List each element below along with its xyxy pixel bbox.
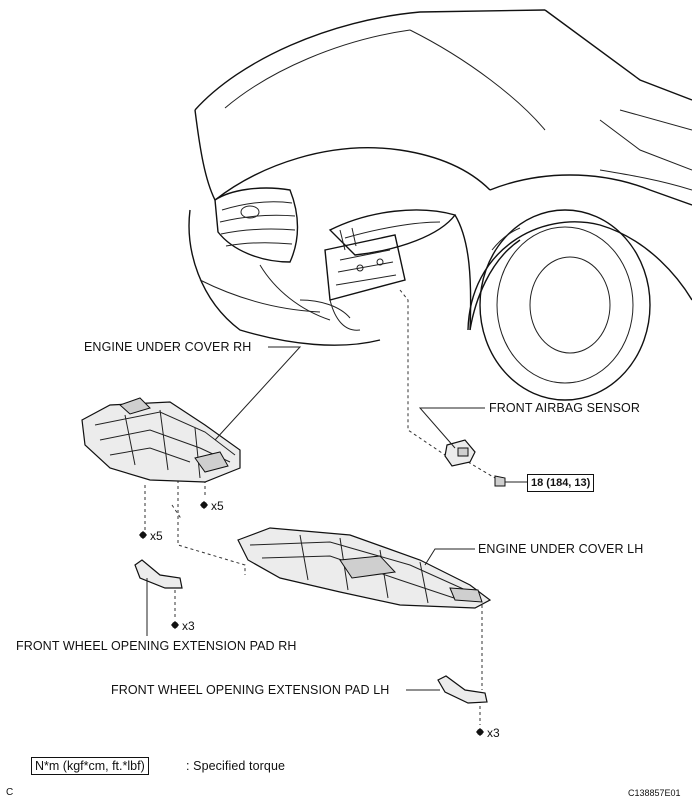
front-airbag-sensor (444, 439, 476, 467)
legend-description: : Specified torque (186, 759, 286, 773)
torque-spec-airbag-bolt: 18 (184, 13) (527, 474, 595, 492)
legend-unit-box: N*m (kgf*cm, ft.*lbf) (31, 757, 149, 775)
engine-under-cover-lh (237, 527, 492, 609)
label-engine-under-cover-lh: ENGINE UNDER COVER LH (478, 542, 644, 556)
engine-under-cover-rh (81, 397, 241, 483)
label-engine-under-cover-rh: ENGINE UNDER COVER RH (84, 340, 252, 354)
corner-letter: C (6, 787, 14, 798)
car-body (188, 9, 692, 401)
label-front-wheel-pad-lh: FRONT WHEEL OPENING EXTENSION PAD LH (111, 683, 390, 697)
qty-pad-rh-bolts: x3 (182, 619, 195, 633)
qty-rh-cover-bolts-a: x5 (211, 499, 224, 513)
label-front-wheel-pad-rh: FRONT WHEEL OPENING EXTENSION PAD RH (16, 639, 297, 653)
bolt-icon-pad-lh (476, 728, 484, 736)
guide-lines (144, 289, 496, 725)
label-front-airbag-sensor: FRONT AIRBAG SENSOR (489, 401, 641, 415)
bolt-icon (494, 475, 512, 487)
bolt-icon-rh-b (139, 531, 147, 539)
leader-lines (146, 346, 527, 691)
figure-id: C138857E01 (628, 788, 681, 798)
qty-pad-lh-bolts: x3 (487, 726, 500, 740)
bolt-icon-rh-a (200, 501, 208, 509)
extension-pad-lh (437, 675, 488, 704)
bolt-icon-pad-rh (171, 621, 179, 629)
extension-pad-rh (134, 559, 183, 589)
qty-rh-cover-bolts-b: x5 (150, 529, 163, 543)
